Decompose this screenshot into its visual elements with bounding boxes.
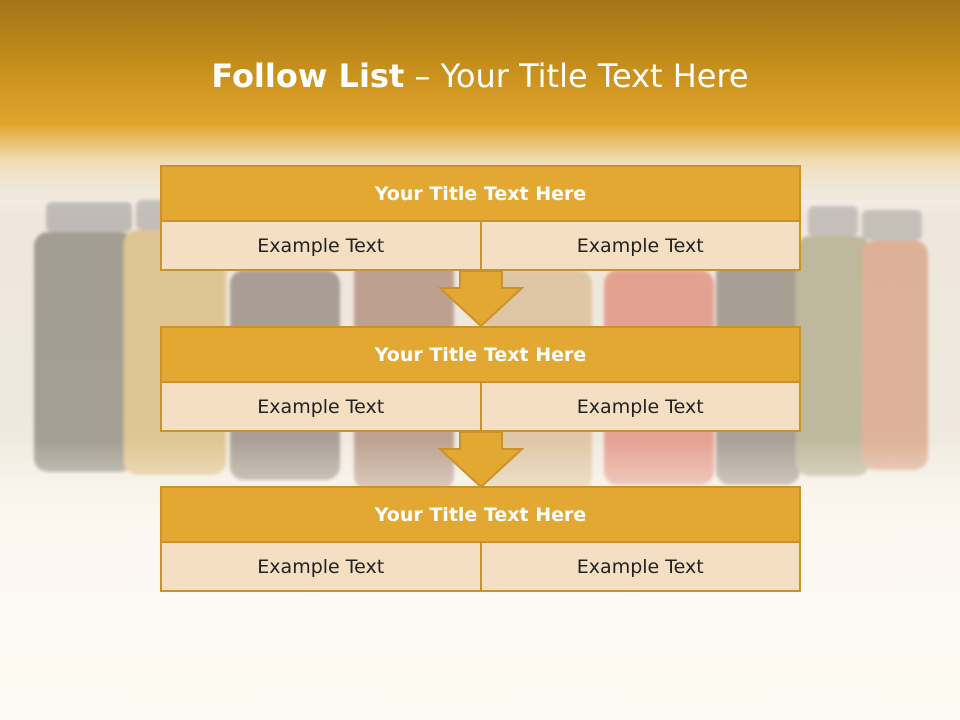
list-block-2: Your Title Text Here Example Text Exampl… bbox=[160, 326, 801, 432]
block-row: Example Text Example Text bbox=[160, 383, 801, 432]
slide-title-rest: – Your Title Text Here bbox=[404, 57, 749, 95]
block-heading: Your Title Text Here bbox=[160, 486, 801, 543]
block-cell-right: Example Text bbox=[479, 222, 799, 269]
slide-title: Follow List – Your Title Text Here bbox=[0, 54, 960, 98]
slide-title-bold: Follow List bbox=[211, 57, 405, 95]
block-cell-left: Example Text bbox=[162, 222, 480, 269]
block-heading: Your Title Text Here bbox=[160, 165, 801, 222]
block-row: Example Text Example Text bbox=[160, 222, 801, 271]
block-heading: Your Title Text Here bbox=[160, 326, 801, 383]
list-block-3: Your Title Text Here Example Text Exampl… bbox=[160, 486, 801, 592]
down-arrow-icon bbox=[438, 431, 524, 489]
block-cell-left: Example Text bbox=[162, 383, 480, 430]
block-cell-right: Example Text bbox=[479, 383, 799, 430]
down-arrow-icon bbox=[438, 270, 524, 328]
block-cell-left: Example Text bbox=[162, 543, 480, 590]
block-cell-right: Example Text bbox=[479, 543, 799, 590]
block-row: Example Text Example Text bbox=[160, 543, 801, 592]
list-block-1: Your Title Text Here Example Text Exampl… bbox=[160, 165, 801, 271]
